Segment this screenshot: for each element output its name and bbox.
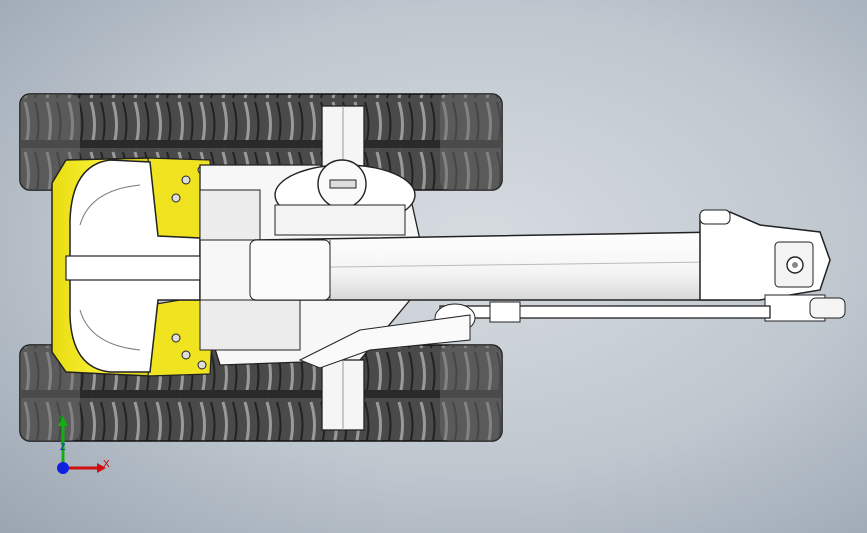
link-rod (298, 301, 771, 369)
gripper-head (699, 209, 846, 322)
axis-y-label: Y (58, 414, 65, 425)
piston-bottom (321, 359, 365, 431)
main-arm (249, 231, 736, 301)
axis-triad: X Y Z (57, 414, 110, 474)
turret (274, 159, 416, 236)
axis-x-label: X (103, 459, 110, 470)
axis-z-label: Z (60, 442, 66, 452)
